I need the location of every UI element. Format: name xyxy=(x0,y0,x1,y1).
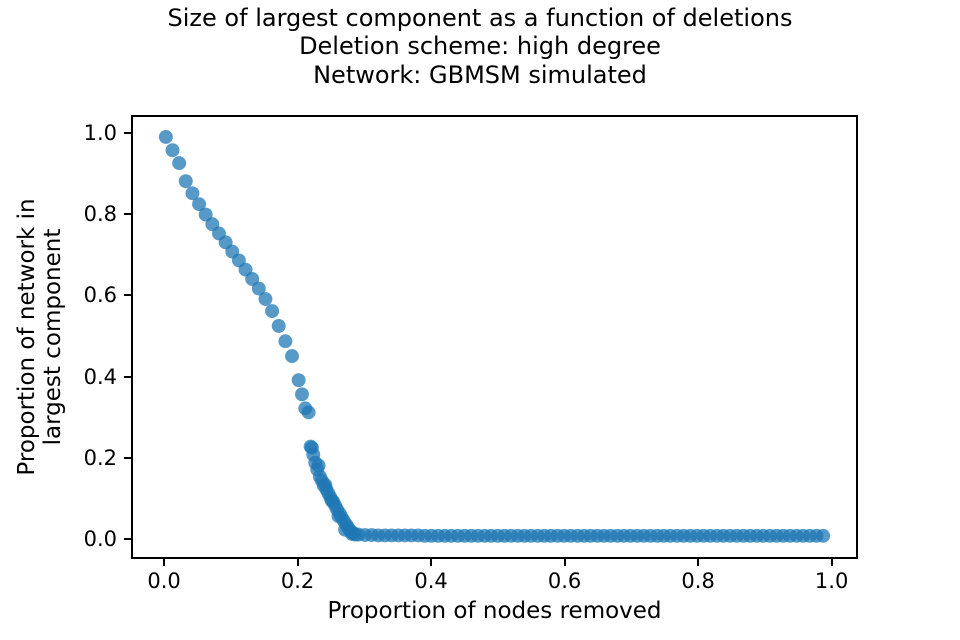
data-point xyxy=(178,174,193,189)
chart-title: Size of largest component as a function … xyxy=(0,4,960,89)
data-point xyxy=(291,373,306,388)
x-axis-label: Proportion of nodes removed xyxy=(327,598,662,624)
x-tick-label: 0.4 xyxy=(414,569,448,593)
y-tick-label: 0.4 xyxy=(83,364,117,389)
data-point xyxy=(348,527,363,542)
data-point xyxy=(295,387,309,402)
scatter-series xyxy=(158,130,831,543)
data-point xyxy=(165,143,180,158)
data-point xyxy=(285,349,299,364)
y-tick-mark xyxy=(124,375,131,378)
x-tick-label: 1.0 xyxy=(814,569,849,593)
y-tick-mark xyxy=(124,132,131,135)
title-line-2: Deletion scheme: high degree xyxy=(299,32,661,61)
y-tick-mark xyxy=(124,456,131,459)
title-line-3: Network: GBMSM simulated xyxy=(313,60,647,89)
data-point xyxy=(271,319,286,333)
data-point xyxy=(301,405,316,420)
data-point xyxy=(816,528,831,543)
x-tick-label: 0.2 xyxy=(280,569,315,593)
y-tick-mark xyxy=(124,537,131,540)
x-tick-label: 0.6 xyxy=(547,569,582,593)
x-tick-label: 0.8 xyxy=(681,569,715,593)
x-tick-mark xyxy=(563,559,566,566)
data-point xyxy=(172,156,187,171)
y-axis-label-line-2: largest component xyxy=(40,228,67,446)
y-tick-label: 0.8 xyxy=(83,202,117,227)
x-tick-mark xyxy=(830,559,833,566)
data-point xyxy=(158,130,173,144)
x-tick-mark xyxy=(430,559,433,566)
y-axis-label-line-1: Proportion of network in xyxy=(14,198,40,476)
x-tick-mark xyxy=(697,559,700,566)
y-tick-label: 0.6 xyxy=(83,283,117,308)
data-point xyxy=(251,281,266,296)
data-point xyxy=(265,304,280,319)
y-tick-mark xyxy=(124,294,131,297)
x-tick-label: 0.0 xyxy=(147,569,181,593)
x-tick-mark xyxy=(296,559,299,566)
data-point xyxy=(278,334,293,349)
y-tick-mark xyxy=(124,213,131,216)
x-tick-mark xyxy=(163,559,166,566)
data-point xyxy=(185,186,200,201)
y-tick-label: 1.0 xyxy=(83,121,117,146)
data-point xyxy=(258,292,273,306)
data-point xyxy=(192,197,207,212)
title-line-1: Size of largest component as a function … xyxy=(167,4,793,32)
plot-area xyxy=(131,115,858,559)
y-tick-label: 0.0 xyxy=(83,526,117,551)
y-tick-label: 0.2 xyxy=(83,445,117,470)
data-point xyxy=(198,207,213,222)
